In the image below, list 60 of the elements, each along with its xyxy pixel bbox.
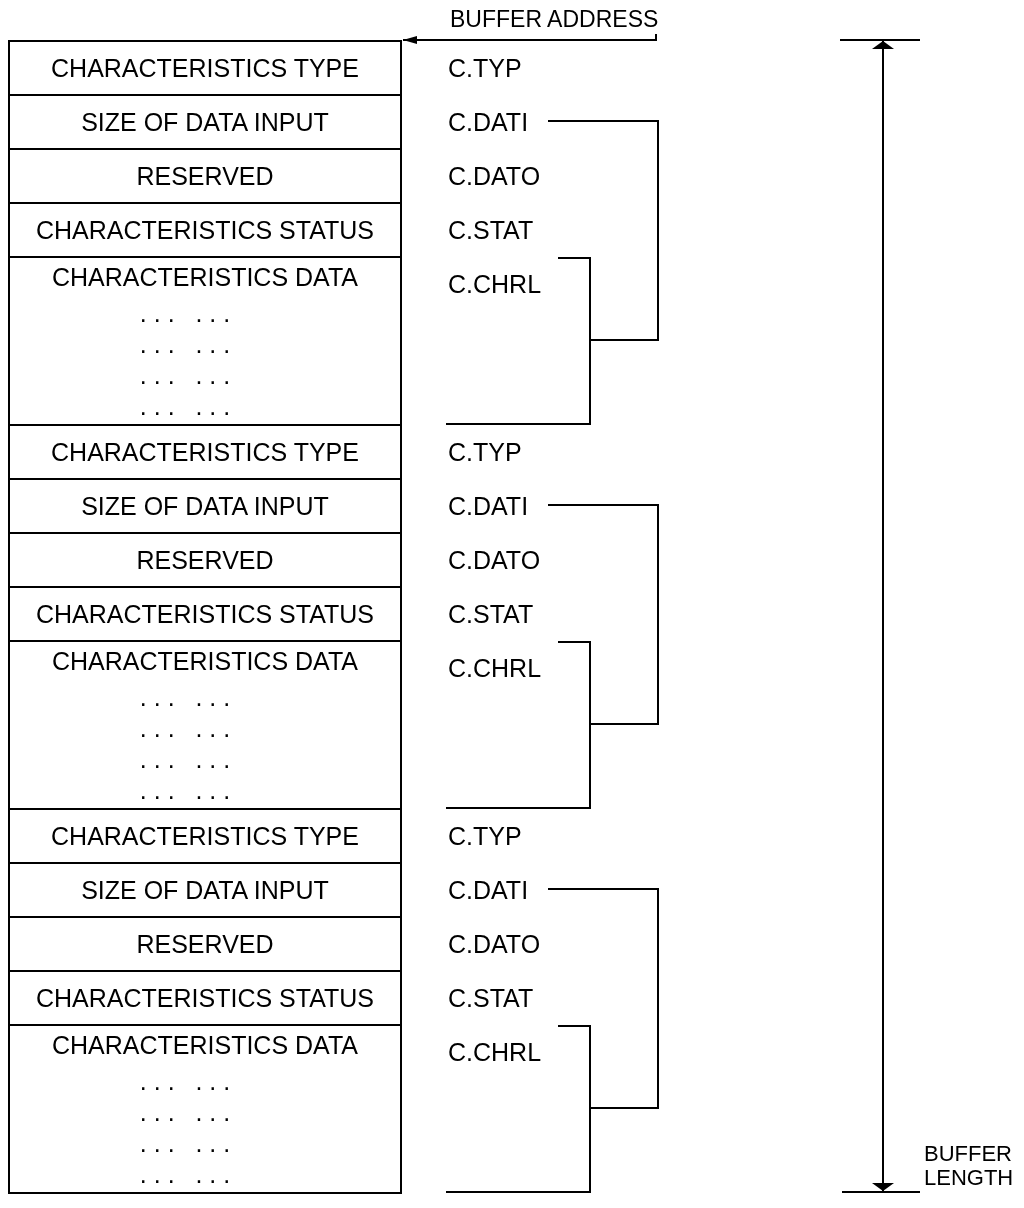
field-name: CHARACTERISTICS STATUS [36, 599, 374, 629]
field-mnemonic: C.DATO [448, 545, 541, 575]
ellipsis-row-text: . . . . . . [139, 780, 232, 800]
field-mnemonic: C.DATI [448, 107, 529, 137]
field-name: SIZE OF DATA INPUT [81, 107, 329, 137]
field-name: CHARACTERISTICS STATUS [36, 983, 374, 1013]
field-name: CHARACTERISTICS TYPE [51, 821, 359, 851]
field-box [8, 862, 402, 918]
field-mnemonic: C.CHRL [448, 653, 542, 683]
ellipsis-row-text: . . . . . . [139, 718, 232, 738]
field-mnemonic: C.DATO [448, 929, 541, 959]
field-name: SIZE OF DATA INPUT [81, 875, 329, 905]
field-mnemonic: C.CHRL [448, 1037, 542, 1067]
field-mnemonic: C.CHRL [448, 269, 542, 299]
field-name: RESERVED [136, 929, 274, 959]
field-box [8, 94, 402, 150]
field-box [8, 808, 402, 864]
field-box [8, 148, 402, 204]
ellipsis-row-text: . . . . . . [139, 1102, 232, 1122]
ellipsis-row-text: . . . . . . [139, 1133, 232, 1153]
data-field-box [8, 256, 402, 426]
ellipsis-row-text: . . . . . . [139, 365, 232, 385]
field-mnemonic: C.TYP [448, 821, 522, 851]
field-name: SIZE OF DATA INPUT [81, 491, 329, 521]
field-name: CHARACTERISTICS TYPE [51, 437, 359, 467]
field-box [8, 40, 402, 96]
field-mnemonic: C.STAT [448, 215, 534, 245]
field-mnemonic: C.TYP [448, 437, 522, 467]
field-mnemonic: C.STAT [448, 599, 534, 629]
field-mnemonic: C.STAT [448, 983, 534, 1013]
field-name: RESERVED [136, 545, 274, 575]
ellipsis-row-text: . . . . . . [139, 1071, 232, 1091]
field-name: CHARACTERISTICS TYPE [51, 53, 359, 83]
ellipsis-row-text: . . . . . . [139, 1164, 232, 1184]
dimension-label: BUFFER LENGTH [924, 1142, 1015, 1190]
field-box [8, 532, 402, 588]
field-name: RESERVED [136, 161, 274, 191]
field-mnemonic: C.DATO [448, 161, 541, 191]
field-mnemonic: C.DATI [448, 875, 529, 905]
field-box [8, 478, 402, 534]
ellipsis-row-text: . . . . . . [139, 749, 232, 769]
field-box [8, 424, 402, 480]
field-name: CHARACTERISTICS DATA [51, 262, 358, 292]
data-field-box [8, 1024, 402, 1194]
arrow [402, 33, 657, 44]
field-box [8, 916, 402, 972]
field-box [8, 970, 402, 1026]
ellipsis-row-text: . . . . . . [139, 334, 232, 354]
ellipsis-row-text: . . . . . . [139, 303, 232, 323]
ellipsis-row-text: . . . . . . [139, 687, 232, 707]
field-name: CHARACTERISTICS STATUS [36, 215, 374, 245]
pointer-label: BUFFER ADDRESS [450, 6, 659, 32]
field-name: CHARACTERISTICS DATA [51, 646, 358, 676]
field-box [8, 202, 402, 258]
field-mnemonic: C.TYP [448, 53, 522, 83]
field-box [8, 586, 402, 642]
field-name: CHARACTERISTICS DATA [51, 1030, 358, 1060]
field-mnemonic: C.DATI [448, 491, 529, 521]
ellipsis-row-text: . . . . . . [139, 396, 232, 416]
data-field-box [8, 640, 402, 810]
